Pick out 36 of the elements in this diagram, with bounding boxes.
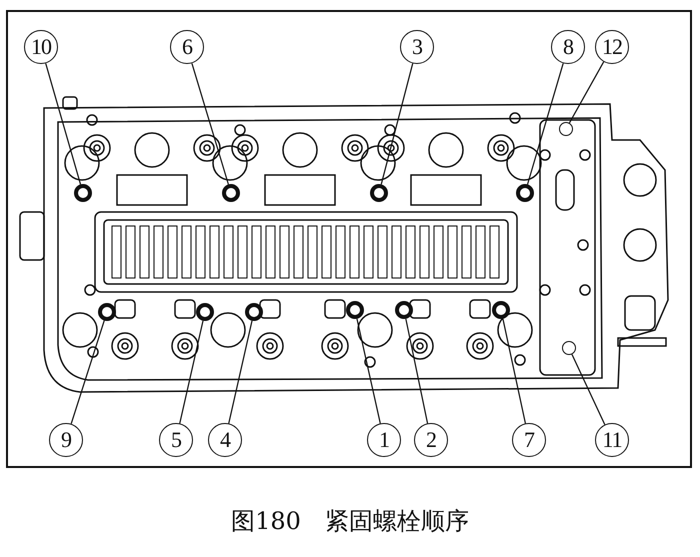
- callout-number: 5: [159, 423, 193, 457]
- leader-line: [191, 63, 229, 185]
- callout-number: 7: [512, 423, 546, 457]
- callout-number: 9: [49, 423, 83, 457]
- callout-number: 2: [414, 423, 448, 457]
- bolt-hole: [562, 341, 576, 355]
- leader-line: [568, 62, 604, 124]
- callout-number: 3: [400, 30, 434, 64]
- bolt: [98, 303, 116, 321]
- bolt: [395, 301, 413, 319]
- bolt: [245, 303, 263, 321]
- bolt: [492, 301, 510, 319]
- leader-line: [70, 320, 105, 424]
- leader-line: [502, 318, 526, 424]
- leader-line: [179, 320, 204, 424]
- callout-number: 4: [208, 423, 242, 457]
- leader-line: [571, 354, 606, 425]
- callout-number: 11: [595, 423, 629, 457]
- leader-line: [380, 63, 414, 184]
- leader-line: [45, 63, 82, 185]
- bolt: [196, 303, 214, 321]
- leader-line: [356, 318, 381, 424]
- bolt: [222, 184, 240, 202]
- bolt: [370, 184, 388, 202]
- leader-line: [405, 318, 428, 424]
- callout-number: 1: [367, 423, 401, 457]
- bolt-hole: [559, 122, 573, 136]
- bolt: [516, 184, 534, 202]
- callout-number: 6: [170, 30, 204, 64]
- callout-number: 8: [551, 30, 585, 64]
- figure-caption: 图180 紧固螺栓顺序: [231, 507, 469, 535]
- bolt: [74, 184, 92, 202]
- callout-number: 12: [595, 30, 629, 64]
- callout-number: 10: [24, 30, 58, 64]
- leader-line: [526, 63, 564, 185]
- bolt: [346, 301, 364, 319]
